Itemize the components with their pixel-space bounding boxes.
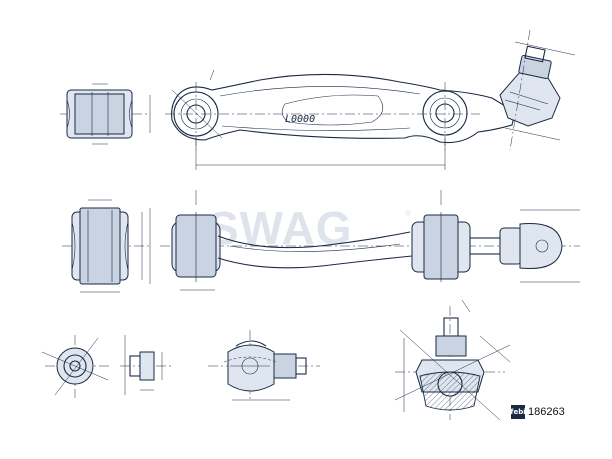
ball-joint-section-view: [394, 299, 511, 421]
control-arm-top-view: L0000: [165, 29, 576, 170]
febi-badge-icon: febi: [510, 405, 526, 419]
arm-part-marking: L0000: [285, 114, 315, 125]
control-arm-side-view: [160, 190, 580, 291]
bushing-front-view: [62, 199, 151, 293]
part-number: 186263: [528, 406, 565, 418]
bushing-end-view: [41, 335, 110, 398]
ball-joint-end-view: [208, 330, 320, 402]
sleeve-profile-detail: [120, 335, 172, 395]
registered-mark: ®: [404, 209, 412, 218]
part-number-tag: febi 186263: [510, 405, 565, 419]
bushing-side-view-top: [60, 83, 151, 145]
